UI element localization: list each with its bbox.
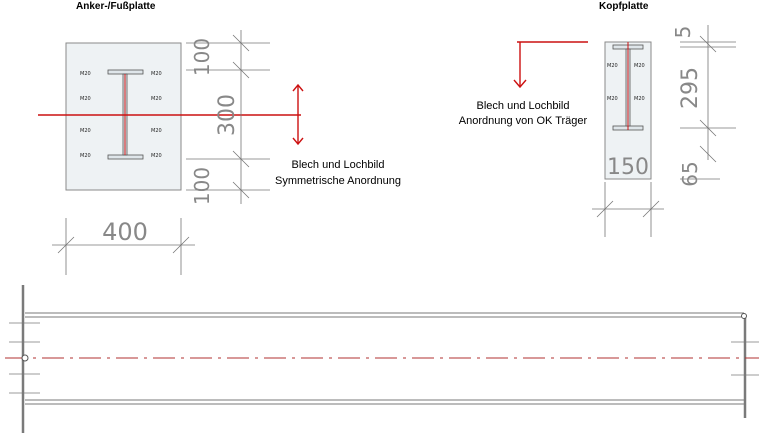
base-plate-dim-middle: 300 [215,94,240,136]
base-plate-width-dimension [52,218,195,275]
bolt-label: M20 [80,128,91,134]
base-plate-dim-bottom: 100 [190,167,214,205]
bolt-label: M20 [607,63,618,69]
bolt-label: M20 [80,153,91,159]
head-plate-note-line-1: Blech und Lochbild [477,100,570,112]
base-plate-title: Anker-/Fußplatte [76,1,156,12]
head-plate-bolts: M20 M20 M20 M20 [607,63,645,102]
base-plate-dim-width: 400 [102,218,148,246]
bolt-label: M20 [80,71,91,77]
head-plate-title: Kopfplatte [599,1,649,12]
beam-left-node [21,354,29,362]
head-plate-width-dimension [592,182,664,237]
bolt-label: M20 [151,153,162,159]
bolt-label: M20 [151,71,162,77]
beam-right-node [741,313,747,319]
bolt-label: M20 [151,96,162,102]
head-plate-dim-middle: 295 [678,67,703,109]
bolt-label: M20 [151,128,162,134]
base-plate-view: Anker-/Fußplatte M20 M20 M20 M20 M20 M20… [38,1,401,275]
bolt-label: M20 [607,96,618,102]
base-plate-note-line-2: Symmetrische Anordnung [275,175,401,187]
bolt-label: M20 [634,96,645,102]
beam-elevation-view [5,285,759,433]
base-plate-height-dimension [186,30,270,204]
head-plate-reference-arrow [513,41,588,89]
head-plate-note-line-2: Anordnung von OK Träger [459,115,588,127]
head-plate-dim-bottom: 65 [678,161,702,186]
base-plate-bolts: M20 M20 M20 M20 M20 M20 M20 M20 [80,71,162,159]
beam-right-bolt-lines [731,341,759,376]
base-plate-dim-top: 100 [190,38,214,76]
head-plate-dim-top: 5 [671,26,695,39]
head-plate-dim-width: 150 [607,155,649,180]
bolt-label: M20 [634,63,645,69]
head-plate-view: Kopfplatte M20 M20 M20 M20 Blech und Loc… [459,1,736,237]
base-plate-double-arrow [292,83,304,146]
bolt-label: M20 [80,96,91,102]
head-plate-height-dimension [680,25,736,180]
base-plate-note-line-1: Blech und Lochbild [292,159,385,171]
beam-flanges [25,312,744,405]
beam-left-bolt-lines [9,322,40,394]
